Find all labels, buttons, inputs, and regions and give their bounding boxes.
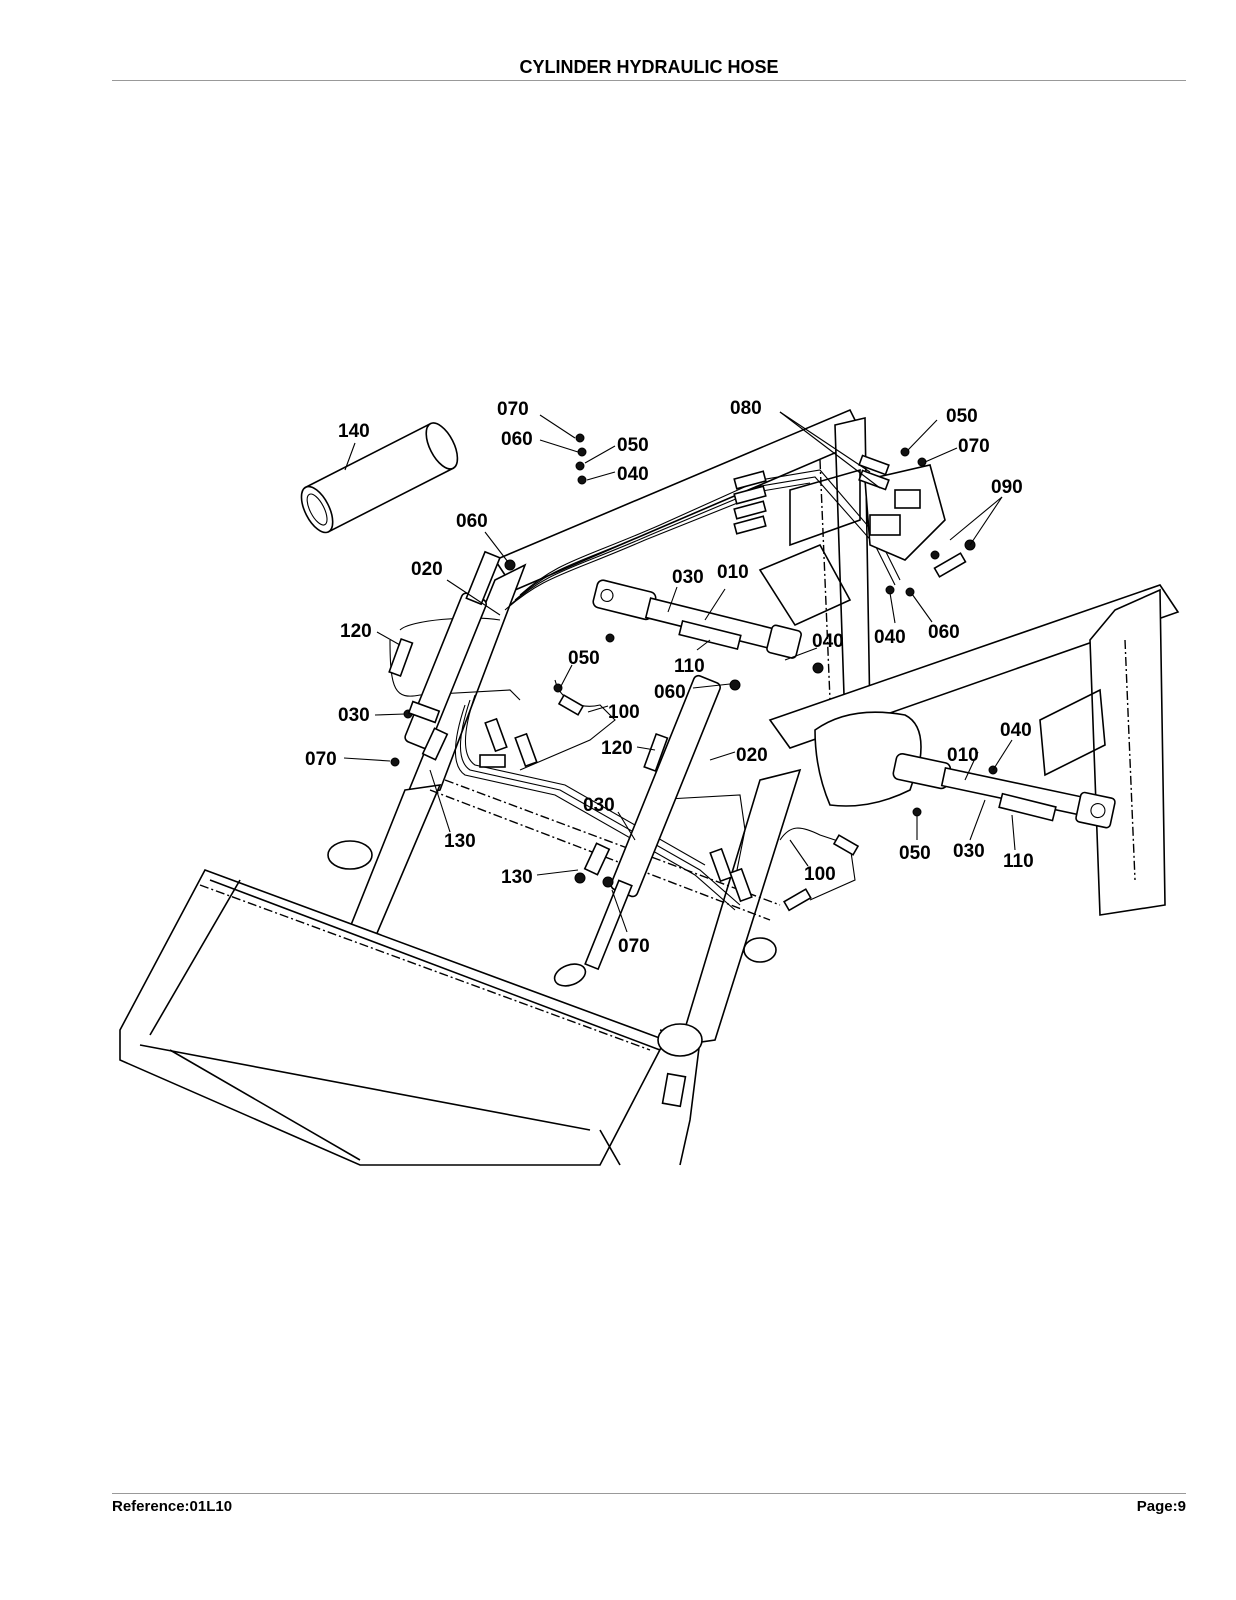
- callout-090: 090: [991, 477, 1023, 498]
- callout-050: 050: [568, 648, 600, 669]
- page-title: CYLINDER HYDRAULIC HOSE: [519, 57, 779, 77]
- callout-110: 110: [1003, 851, 1034, 872]
- callout-070: 070: [497, 399, 529, 420]
- callout-030: 030: [672, 567, 704, 588]
- callout-030: 030: [338, 705, 370, 726]
- callout-100: 100: [608, 702, 640, 723]
- callout-100: 100: [804, 864, 836, 885]
- callout-030: 030: [953, 841, 985, 862]
- callout-070: 070: [618, 936, 650, 957]
- callout-120: 120: [601, 738, 633, 759]
- callout-130: 130: [501, 867, 533, 888]
- callout-110: 110: [674, 656, 705, 677]
- callout-140: 140: [338, 421, 370, 442]
- callout-050: 050: [899, 843, 931, 864]
- reference-label: Reference:01L10: [112, 1498, 233, 1515]
- callout-060: 060: [456, 511, 488, 532]
- callout-070: 070: [305, 749, 337, 770]
- callout-120: 120: [340, 621, 372, 642]
- callout-040: 040: [812, 631, 844, 652]
- callout-040: 040: [1000, 720, 1032, 741]
- callout-060: 060: [654, 682, 686, 703]
- loader-frame-drawing: [119, 408, 1180, 1166]
- callout-060: 060: [928, 622, 960, 643]
- callout-020: 020: [736, 745, 768, 766]
- callout-010: 010: [717, 562, 749, 583]
- page-number: Page:9: [1136, 1498, 1186, 1515]
- callout-labels: 140 070 060 050 040 080 050 070 090 060 …: [305, 398, 1034, 957]
- callout-040: 040: [874, 627, 906, 648]
- page-footer: Reference:01L10 Page:9: [112, 1493, 1186, 1518]
- callout-060: 060: [501, 429, 533, 450]
- cylinders-drawing: [300, 422, 1116, 987]
- page-header: CYLINDER HYDRAULIC HOSE: [112, 56, 1186, 81]
- callout-030: 030: [583, 795, 615, 816]
- callout-080: 080: [730, 398, 762, 419]
- callout-050: 050: [946, 406, 978, 427]
- callout-050: 050: [617, 435, 649, 456]
- callout-020: 020: [411, 559, 443, 580]
- callout-070: 070: [958, 436, 990, 457]
- callout-130: 130: [444, 831, 476, 852]
- leader-lines: [343, 411, 1016, 933]
- callout-010: 010: [947, 745, 979, 766]
- callout-040: 040: [617, 464, 649, 485]
